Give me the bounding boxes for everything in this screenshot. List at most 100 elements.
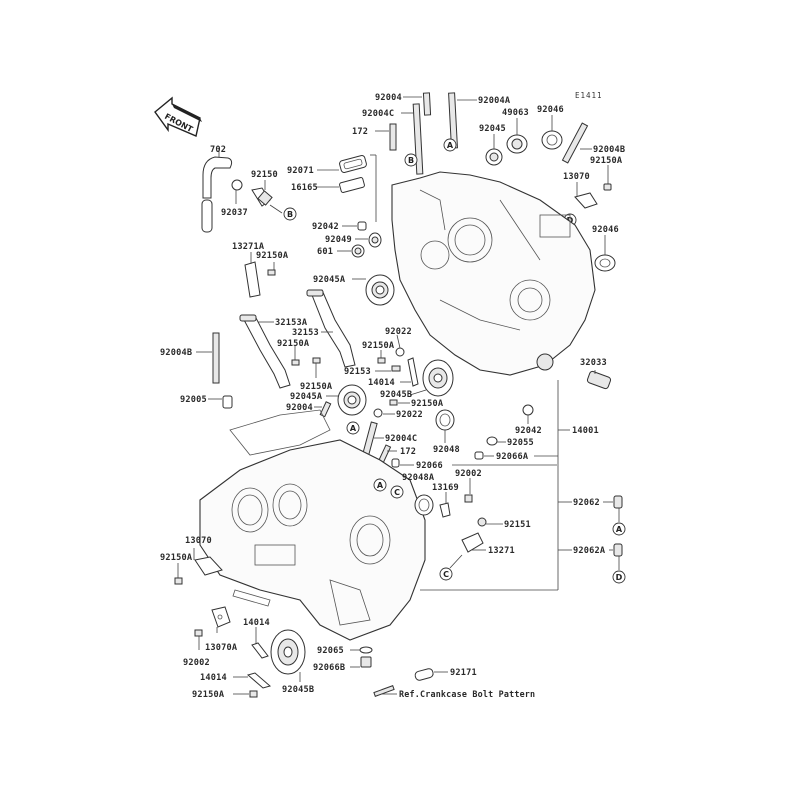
callout-92153[interactable]: 92153 <box>344 367 371 377</box>
callout-92151[interactable]: 92151 <box>504 520 531 530</box>
callout-49063[interactable]: 49063 <box>502 108 529 118</box>
oil-seal-92049[interactable] <box>368 232 382 248</box>
callout-92045a-mid[interactable]: 92045A <box>290 392 323 402</box>
callout-92046-right[interactable]: 92046 <box>592 225 619 235</box>
callout-13271a[interactable]: 13271A <box>232 242 265 252</box>
callout-32153a[interactable]: 32153A <box>275 318 308 328</box>
callout-92150a-left[interactable]: 92150A <box>160 553 193 563</box>
bracket-14014-low2[interactable] <box>246 672 272 689</box>
callout-92046-top[interactable]: 92046 <box>537 105 564 115</box>
callout-92037[interactable]: 92037 <box>221 208 248 218</box>
bearing-92045b-low[interactable] <box>270 629 306 675</box>
callout-92055[interactable]: 92055 <box>507 438 534 448</box>
callout-32153[interactable]: 32153 <box>292 328 319 338</box>
callout-92045a-top[interactable]: 92045A <box>313 275 346 285</box>
gasket-92065[interactable] <box>359 646 373 654</box>
callout-92048a[interactable]: 92048A <box>402 473 435 483</box>
bolt-92150a-mid[interactable] <box>377 357 386 364</box>
callout-92150a-13271a[interactable]: 92150A <box>256 251 289 261</box>
callout-172-mid[interactable]: 172 <box>400 447 416 457</box>
cover-92171[interactable] <box>414 668 434 681</box>
oil-pipe-32153a[interactable] <box>239 314 291 389</box>
needle-bearing-92046-top[interactable] <box>541 130 563 150</box>
callout-14014-low2[interactable]: 14014 <box>200 673 227 683</box>
sleeve-92048[interactable] <box>435 409 455 431</box>
dowel-92062[interactable] <box>613 495 623 509</box>
bracket-13070-left[interactable] <box>194 556 223 576</box>
bracket-13169[interactable] <box>439 502 451 518</box>
stud-92004[interactable] <box>422 92 432 116</box>
bolt-92002-mid[interactable] <box>464 494 473 503</box>
callout-32033[interactable]: 32033 <box>580 358 607 368</box>
bolt-92150a-left[interactable] <box>174 577 183 585</box>
callout-92071[interactable]: 92071 <box>287 166 314 176</box>
bearing-92045a-mid[interactable] <box>337 384 367 416</box>
hose-clamp[interactable] <box>231 179 243 191</box>
callout-92045b-low[interactable]: 92045B <box>282 685 314 695</box>
bearing-92045b-mid[interactable] <box>422 359 454 397</box>
callout-92002-left[interactable]: 92002 <box>183 658 210 668</box>
breather-hose[interactable] <box>201 156 233 233</box>
callout-92150a-pipe[interactable]: 92150A <box>277 339 310 349</box>
callout-92022-top[interactable]: 92022 <box>385 327 412 337</box>
callout-92150a-mid[interactable]: 92150A <box>362 341 395 351</box>
oil-seal-49063[interactable] <box>506 134 528 154</box>
bolt-92153[interactable] <box>391 365 401 372</box>
breather-fitting[interactable] <box>251 187 273 207</box>
stud-92004b-right[interactable] <box>561 122 589 164</box>
bolt-92150a-pipe[interactable] <box>291 359 300 366</box>
stud-172[interactable] <box>389 123 397 151</box>
bolt-92151[interactable] <box>477 517 487 527</box>
crankcase-upper-half[interactable] <box>391 171 596 376</box>
callout-92042-right[interactable]: 92042 <box>515 426 542 436</box>
callout-92150a-right[interactable]: 92150A <box>590 156 623 166</box>
bolt-92150a-13271a[interactable] <box>267 269 276 276</box>
callout-702[interactable]: 702 <box>210 145 226 155</box>
bearing-92045a-top[interactable] <box>365 274 395 306</box>
needle-bearing-92046-right[interactable] <box>594 254 616 272</box>
callout-92065[interactable]: 92065 <box>317 646 344 656</box>
bearing-92045[interactable] <box>485 148 503 166</box>
cover-13070a[interactable] <box>211 606 231 628</box>
shift-seal-32033[interactable] <box>586 370 612 390</box>
callout-92066[interactable]: 92066 <box>416 461 443 471</box>
stud-92004c[interactable] <box>412 103 424 175</box>
callout-13271[interactable]: 13271 <box>488 546 515 556</box>
callout-92062a[interactable]: 92062A <box>573 546 606 556</box>
callout-92066b[interactable]: 92066B <box>313 663 345 673</box>
dowel-92066a[interactable] <box>474 451 484 460</box>
callout-92045-top[interactable]: 92045 <box>479 124 506 134</box>
callout-172-top[interactable]: 172 <box>352 127 368 137</box>
callout-92066a[interactable]: 92066A <box>496 452 529 462</box>
callout-92150a-mid2[interactable]: 92150A <box>411 399 444 409</box>
bolt-92150a-mid2[interactable] <box>389 399 398 406</box>
callout-92004-top[interactable]: 92004 <box>375 93 402 103</box>
crankcase-lower-half[interactable] <box>199 409 426 641</box>
bolt-92002-left[interactable] <box>194 629 203 637</box>
callout-92004c-mid[interactable]: 92004C <box>385 434 417 444</box>
callout-92002-mid[interactable]: 92002 <box>455 469 482 479</box>
drain-plug-92066b[interactable] <box>360 656 372 668</box>
oil-seal-601[interactable] <box>351 244 365 258</box>
cover-plate-13271a[interactable] <box>244 261 261 298</box>
callout-92004b-left[interactable]: 92004B <box>160 348 192 358</box>
callout-92004-mid[interactable]: 92004 <box>286 403 313 413</box>
washer-92022-mid[interactable] <box>373 408 383 418</box>
plug-92005[interactable] <box>222 395 233 409</box>
callout-13070-left[interactable]: 13070 <box>185 536 212 546</box>
bracket-13070-right[interactable] <box>574 192 598 209</box>
dowel-92066[interactable] <box>391 458 400 468</box>
stud-92004b-left[interactable] <box>212 332 220 384</box>
callout-92049[interactable]: 92049 <box>325 235 352 245</box>
bracket-14014-low[interactable] <box>251 642 269 659</box>
callout-601[interactable]: 601 <box>317 247 333 257</box>
oil-screen-gasket[interactable] <box>339 155 367 193</box>
oil-pipe-32153[interactable] <box>306 289 356 368</box>
dowel-92042-top[interactable] <box>357 221 367 231</box>
callout-92150a-pipe2[interactable]: 92150A <box>300 382 333 392</box>
callout-92005[interactable]: 92005 <box>180 395 207 405</box>
plate-13271[interactable] <box>461 532 484 553</box>
bracket-14014-mid[interactable] <box>407 357 419 387</box>
sleeve-92048a[interactable] <box>414 494 434 516</box>
callout-92004c-top[interactable]: 92004C <box>362 109 394 119</box>
